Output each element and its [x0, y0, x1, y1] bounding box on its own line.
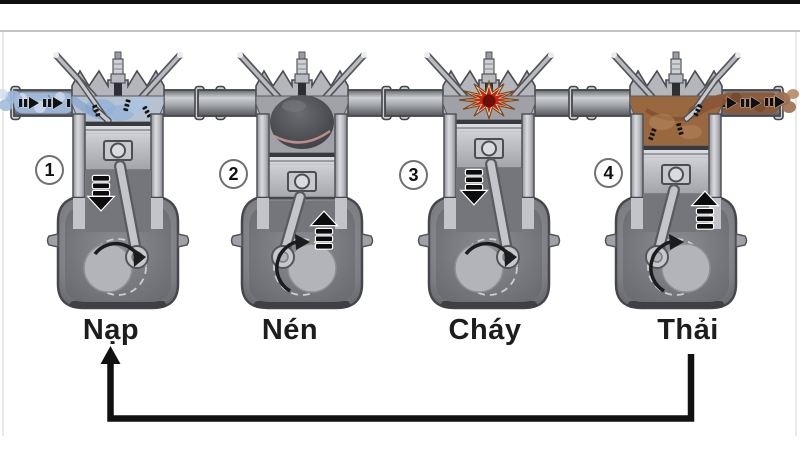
right-edge-line [795, 32, 797, 436]
stroke-number-badge: 1 [35, 155, 64, 185]
left-edge-line [2, 32, 4, 436]
stroke-label: Thải [657, 314, 719, 346]
engine-stroke-4 [568, 51, 799, 310]
stroke-label: Nạp [82, 314, 140, 346]
top-black-bar [0, 0, 800, 4]
stroke-number-badge: 4 [594, 158, 623, 188]
engine-stroke-3 [381, 51, 597, 310]
horizontal-divider-line [0, 30, 800, 32]
stroke-number-badge: 2 [219, 159, 248, 189]
engine-stroke-2 [194, 51, 410, 310]
stroke-label: Nén [261, 314, 319, 346]
cycle-return-arrow [100, 346, 695, 422]
engine-stroke-1 [0, 51, 226, 310]
stroke-label: Cháy [448, 314, 522, 346]
stroke-number-badge: 3 [399, 160, 428, 190]
